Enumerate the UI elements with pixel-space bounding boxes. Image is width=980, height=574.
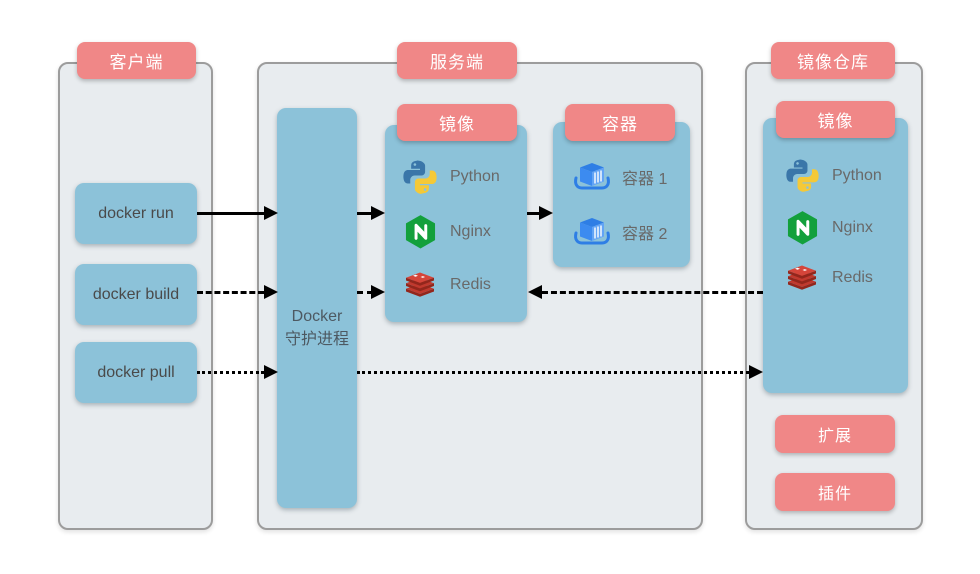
arrow-build-to-daemon — [197, 291, 264, 294]
daemon-line2: 守护进程 — [284, 331, 349, 348]
registry-images-box: Python Nginx — [763, 118, 908, 393]
arrow-images-to-containers — [527, 212, 541, 215]
redis-icon — [401, 269, 439, 300]
arrow-pull-to-daemon — [197, 371, 264, 374]
server-image-row-python: Python — [401, 159, 500, 195]
docker-daemon-text: Docker 守护进程 — [277, 305, 357, 351]
registry-image-row-redis: Redis — [783, 262, 873, 293]
server-image-name: Python — [450, 168, 500, 185]
arrow-daemon-to-registry — [357, 371, 749, 374]
arrowhead-registry-to-images — [528, 285, 542, 299]
container-row-1: 容器 1 — [573, 162, 667, 192]
arrowhead-pull-to-daemon — [264, 365, 278, 379]
registry-image-name: Python — [832, 166, 882, 184]
arrow-registry-to-images — [542, 291, 763, 294]
server-panel-label: 服务端 — [397, 42, 517, 79]
redis-icon — [783, 262, 821, 293]
docker-run-box: docker run — [75, 183, 197, 244]
arrowhead-daemon-to-images-dashed — [371, 285, 385, 299]
server-image-name: Nginx — [450, 222, 491, 240]
containers-box: 容器 1 容器 2 — [553, 122, 690, 267]
plugins-pill: 插件 — [775, 473, 895, 511]
arrowhead-build-to-daemon — [264, 285, 278, 299]
arrowhead-daemon-to-registry — [749, 365, 763, 379]
server-images-label: 镜像 — [397, 104, 517, 141]
docker-build-box: docker build — [75, 264, 197, 325]
python-icon — [783, 158, 821, 193]
server-image-row-redis: Redis — [401, 269, 491, 300]
docker-pull-box: docker pull — [75, 342, 197, 403]
registry-image-name: Nginx — [832, 218, 873, 236]
registry-image-row-nginx: Nginx — [783, 210, 873, 245]
server-images-box: Python Nginx — [385, 125, 527, 322]
arrow-run-to-daemon — [197, 212, 264, 215]
container-name: 容器 1 — [622, 171, 668, 188]
registry-panel-label: 镜像仓库 — [771, 42, 895, 79]
server-image-name: Redis — [450, 275, 491, 293]
container-name: 容器 2 — [622, 226, 668, 243]
arrow-daemon-to-images — [357, 212, 373, 215]
container-row-2: 容器 2 — [573, 217, 667, 247]
container-icon — [573, 162, 611, 192]
server-image-row-nginx: Nginx — [401, 214, 491, 249]
docker-daemon-box: Docker 守护进程 — [277, 108, 357, 508]
registry-image-row-python: Python — [783, 158, 882, 193]
nginx-icon — [401, 214, 439, 249]
arrowhead-images-to-containers — [539, 206, 553, 220]
container-icon — [573, 217, 611, 247]
python-icon — [401, 159, 439, 195]
arrow-daemon-to-images-dashed — [357, 291, 373, 294]
extensions-pill: 扩展 — [775, 415, 895, 453]
registry-images-label: 镜像 — [776, 101, 895, 138]
daemon-line1: Docker — [291, 308, 343, 325]
registry-image-name: Redis — [832, 268, 873, 286]
client-panel-label: 客户端 — [77, 42, 196, 79]
nginx-icon — [783, 210, 821, 245]
containers-label: 容器 — [565, 104, 675, 141]
arrowhead-run-to-daemon — [264, 206, 278, 220]
arrowhead-daemon-to-images — [371, 206, 385, 220]
